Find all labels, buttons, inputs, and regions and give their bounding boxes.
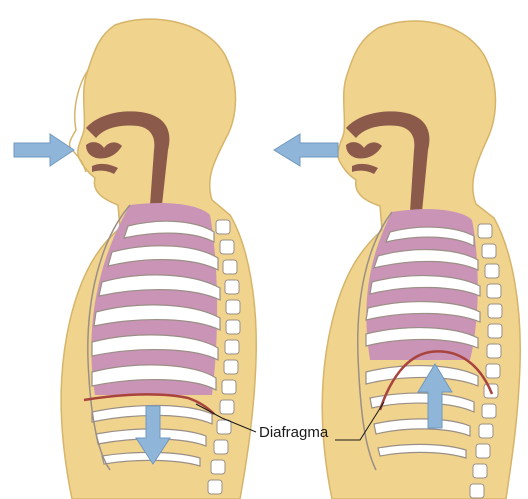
- arrow-left-icon: [274, 134, 338, 166]
- diaphragm-label: Diafragma: [259, 424, 328, 441]
- figure-inhale: [14, 19, 256, 499]
- arrow-right-icon: [14, 134, 74, 166]
